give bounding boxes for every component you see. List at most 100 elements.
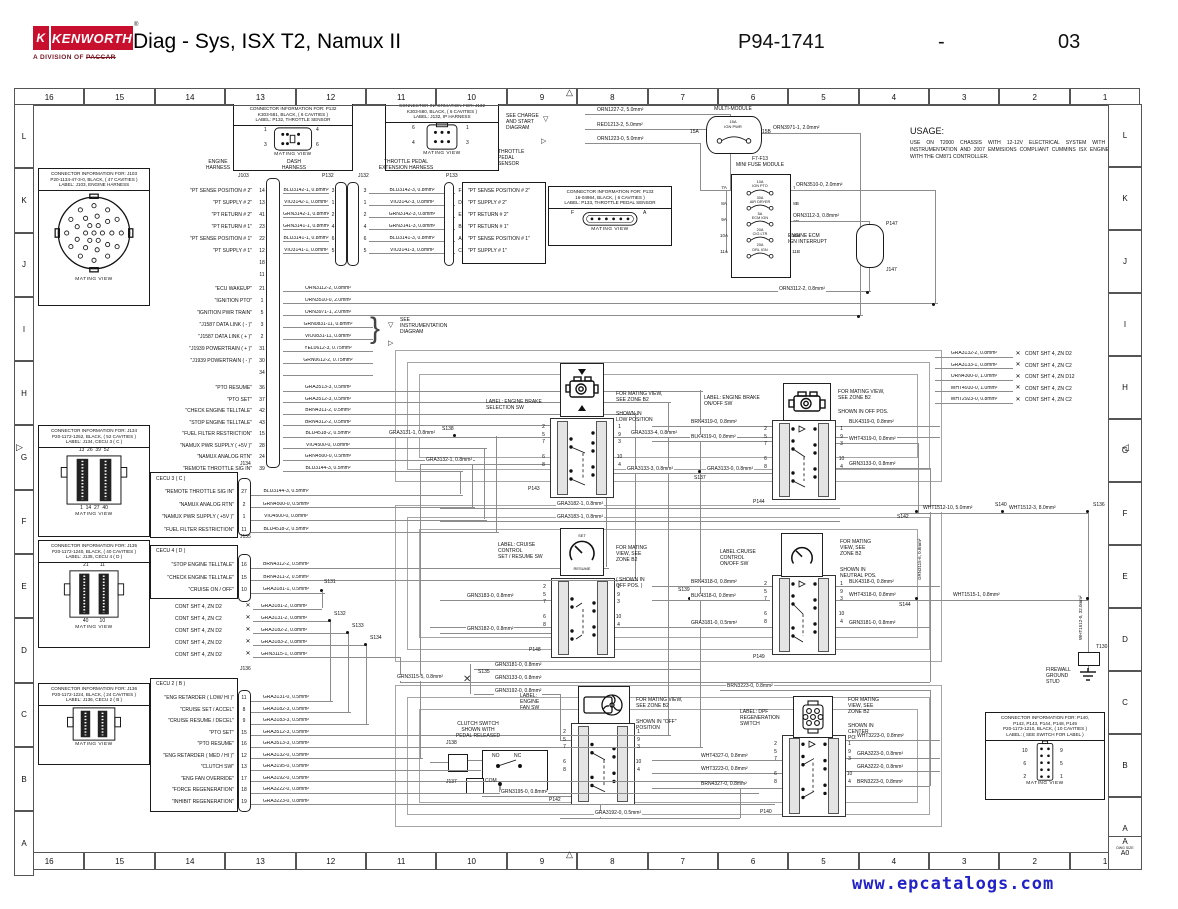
cecu4-title: CECU 4 ( D ) [156, 548, 186, 554]
wire-label: RED1213-2, 5.0mm² [596, 122, 644, 129]
wire-label: 1 9 3 10 4 [846, 741, 853, 785]
wire-label: BRN4318-0, 0.8mm² [690, 579, 738, 586]
wire-label: GRA3195-0, 0.5mm² [251, 764, 321, 771]
mating-view-label: MATING VIEW [274, 152, 312, 158]
fuse-pin: 7A [721, 185, 727, 191]
cont-ref-row: CONT SHT 4, ZN D2 ✕ GRN3115-1, 0.8mm² [175, 646, 400, 658]
offsheet-connector-icon: ✕ [245, 615, 251, 622]
wire [373, 425, 609, 426]
wire [373, 436, 499, 438]
signal-label: "NAMUX ANALOG RTN" [178, 501, 234, 508]
signal-label: "PTO SET" [209, 729, 234, 736]
engine-fan-switch[interactable] [571, 723, 635, 805]
registration-mark-bottom: △ [566, 849, 573, 859]
wire-label: SHOWN IN "OFF" POSITION [636, 719, 677, 731]
wire [496, 436, 497, 532]
ruler-col-number: 11 [365, 852, 437, 870]
wire-label: P132 [322, 173, 334, 179]
pin-number: 28 [259, 442, 265, 449]
cont-sheet-zone: CONT SHT 4, ZN C2 [1025, 385, 1072, 392]
engine-brake-icon [565, 369, 599, 411]
cecu3-title: CECU 3 ( C ) [156, 476, 186, 482]
row-letter: J [22, 260, 26, 270]
wire [900, 513, 1088, 514]
wire-label: GRA3133-3, 0.8mm² [626, 466, 675, 473]
wire-label: ORN3112-3, 0.8mm² [792, 213, 841, 220]
pin-number: 18 [241, 787, 247, 793]
wire-label: BLK4318-0, 0.8mm² [848, 579, 895, 586]
wire [366, 645, 367, 724]
wire [612, 473, 772, 474]
wire-label: 2 5 7 6 8 [764, 426, 767, 470]
pin-number: 12 [241, 752, 247, 759]
wire-label: VIO4500-0, 0.8mm² [283, 443, 373, 449]
ruler-row-letter: J [1108, 230, 1142, 293]
row-letter: H [1122, 383, 1128, 392]
wire-label: GRA3133-0, 0.8mm² [706, 466, 755, 473]
pin-number: 8 [242, 706, 246, 713]
wire-label: GRN3195-0, 0.8mm² [500, 789, 549, 796]
j134-connector-bar [238, 478, 251, 536]
engine-brake-selection-switch[interactable] [550, 418, 614, 498]
wire-label: NO [492, 753, 500, 759]
wire-label: BLU3141-3, 0.8mm² [369, 236, 455, 242]
wire-label: GRA3222-0, 0.8mm² [251, 787, 321, 794]
ruler-col-number: 6 [717, 852, 789, 870]
wire-label: GRA3182-1, 0.8mm² [556, 501, 605, 508]
wire [321, 700, 333, 702]
wire-label: BRN3223-0, 0.8mm² [726, 683, 774, 690]
splice-dot [1086, 597, 1089, 600]
doc-number: P94-1741 [738, 31, 825, 53]
wire [834, 586, 940, 587]
wire [470, 664, 471, 694]
engine-fan-icon-box [578, 686, 630, 724]
ruler-col-number: 5 [788, 852, 859, 870]
wire-label: BRN4319-0, 0.8mm² [690, 419, 738, 426]
splice-junction-icon: ✕ [463, 674, 472, 685]
signal-label: "J1939 POWERTRAIN ( - )" [190, 357, 252, 364]
ruler-col-number: 4 [858, 852, 930, 870]
signal-label: "ECU WAKEUP" [215, 285, 252, 292]
pin-numbers: 10 6 2 [1022, 747, 1028, 780]
wire [1088, 664, 1089, 670]
pin-letter: A [458, 235, 462, 242]
wire-label: WHT4318-0, 0.8mm² [848, 592, 897, 599]
wire-label: ORN3971-1, 2.0mm² [772, 125, 821, 132]
wire-label: J136 [240, 666, 251, 672]
connector-info-p140-group: CONNECTOR INFORMATION FOR: P140,P142, P1… [985, 712, 1105, 800]
row-letter: F [1122, 509, 1128, 518]
ruler-col-number: 12 [295, 88, 366, 106]
wire-label: VIO3141-1, 0.8mm² [283, 247, 329, 254]
j103-connector-bar [266, 178, 280, 468]
wire [373, 315, 863, 316]
engine-brake-onoff-switch[interactable] [772, 420, 836, 500]
signal-label: "PT SUPPLY # 1" [213, 247, 252, 254]
ruler-row-letter: J [14, 232, 34, 297]
wire [373, 390, 703, 392]
row-letter: A [1122, 824, 1128, 833]
dpf-regeneration-switch[interactable] [782, 735, 846, 817]
signal-row: "PTO RESUME" 16 GRA3513-3, 0.5mm² [150, 736, 775, 748]
cruise-set-resume-switch[interactable] [551, 578, 615, 658]
ruler-row-letter: I [14, 296, 34, 362]
clutch-switch-connector-j137 [466, 778, 484, 794]
signal-row: "J1587 DATA LINK ( - )" 3 ✕✕ GRN0831-11,… [42, 316, 938, 328]
wire [760, 133, 860, 134]
switch-contact-strip [818, 578, 829, 652]
splice-label: S144 [899, 602, 911, 608]
switch-contact-strip [828, 738, 839, 814]
wire-label: GRA3132-1, 0.8mm² [425, 457, 474, 464]
wire [930, 690, 931, 786]
wire [321, 580, 638, 581]
cruise-onoff-switch[interactable] [772, 575, 836, 655]
wire-label: VIO3142-3, 0.8mm² [369, 200, 455, 206]
wire-label: FOR MATING VIEW, SEE ZONE B2 [848, 697, 880, 715]
wire-label: BRN4327-0, 0.8mm² [700, 781, 748, 788]
col-number: 2 [1032, 92, 1037, 102]
j132-connector-bar [347, 182, 359, 266]
watermark-link[interactable]: www.epcatalogs.com [852, 874, 1055, 894]
row-letter: F [21, 517, 27, 527]
wire [918, 443, 919, 513]
pin-number: 19 [241, 798, 247, 805]
